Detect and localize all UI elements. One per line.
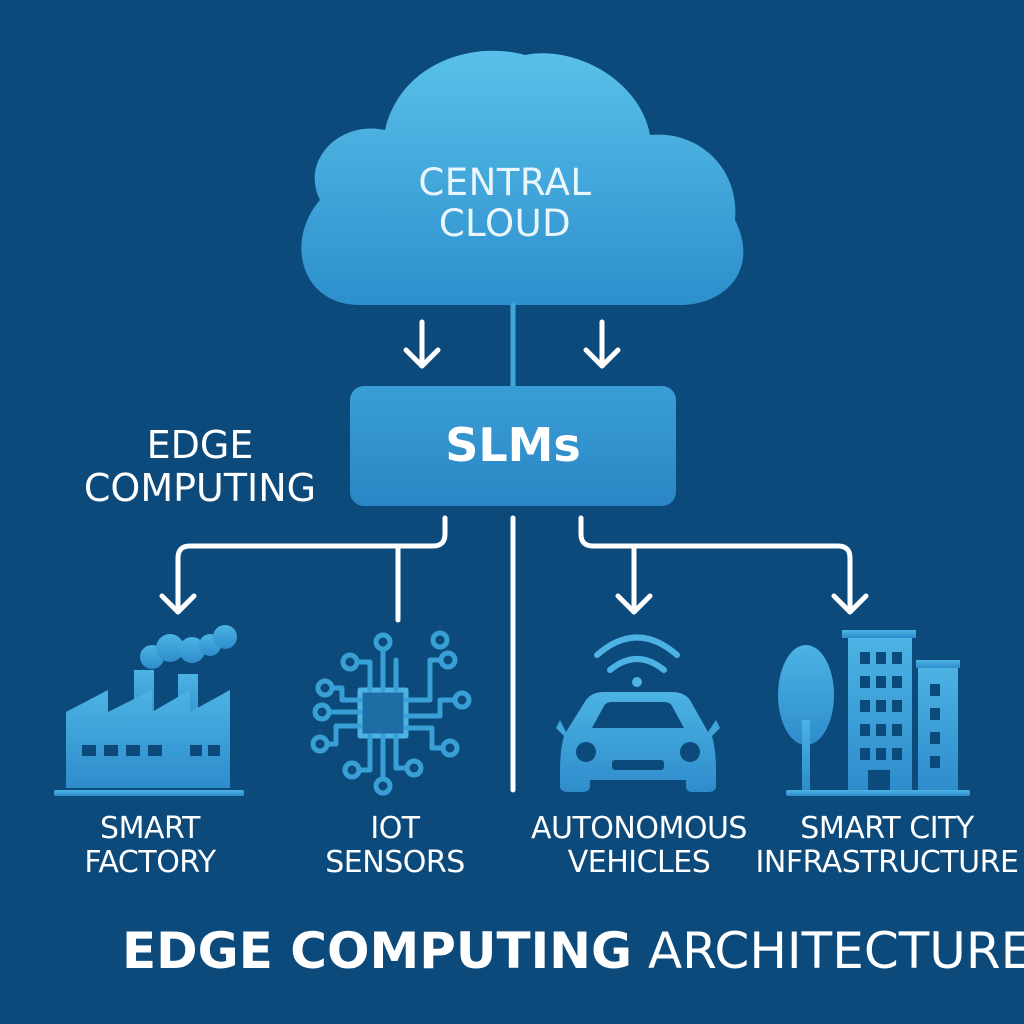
edge-label-line1: EDGE bbox=[146, 423, 254, 467]
node-label-smart-factory: SMART FACTORY bbox=[25, 812, 275, 879]
node-label-autonomous-vehicles: AUTONOMOUS VEHICLES bbox=[514, 812, 764, 879]
footer-title-regular: ARCHITECTURE bbox=[647, 922, 1024, 980]
cloud-label: CENTRAL CLOUD bbox=[380, 162, 630, 245]
footer-title: EDGE COMPUTING ARCHITECTURE bbox=[122, 922, 1024, 980]
node-label-line2: INFRASTRUCTURE bbox=[755, 844, 1019, 880]
wifi-signal-icon bbox=[594, 634, 680, 687]
cloud-label-line2: CLOUD bbox=[438, 202, 572, 246]
node-label-iot-sensors: IOT SENSORS bbox=[270, 812, 520, 879]
node-label-line1: AUTONOMOUS bbox=[531, 811, 747, 846]
edge-to-device-connectors bbox=[159, 515, 869, 793]
cloud-to-edge-connectors bbox=[403, 302, 621, 389]
factory-icon bbox=[54, 625, 244, 796]
slm-label: SLMs bbox=[445, 418, 581, 472]
central-cloud bbox=[301, 50, 744, 305]
edge-computing-label: EDGE COMPUTING bbox=[0, 424, 400, 509]
down-arrow-icon bbox=[583, 319, 621, 369]
slm-box bbox=[350, 386, 676, 506]
node-label-line1: SMART bbox=[100, 811, 200, 846]
node-label-smart-city: SMART CITY INFRASTRUCTURE bbox=[754, 812, 1020, 879]
node-label-line2: VEHICLES bbox=[567, 844, 711, 880]
node-label-line1: IOT bbox=[370, 811, 420, 846]
city-buildings-icon bbox=[778, 630, 970, 796]
edge-label-line2: COMPUTING bbox=[83, 465, 317, 510]
node-label-line1: SMART CITY bbox=[800, 811, 974, 846]
down-arrow-icon bbox=[403, 319, 441, 369]
node-label-line2: FACTORY bbox=[84, 844, 216, 880]
footer-title-bold: EDGE COMPUTING bbox=[122, 922, 633, 980]
car-icon bbox=[556, 634, 720, 792]
cloud-label-line1: CENTRAL bbox=[418, 161, 592, 204]
node-label-line2: SENSORS bbox=[325, 844, 465, 880]
circuit-chip-icon bbox=[310, 630, 472, 796]
